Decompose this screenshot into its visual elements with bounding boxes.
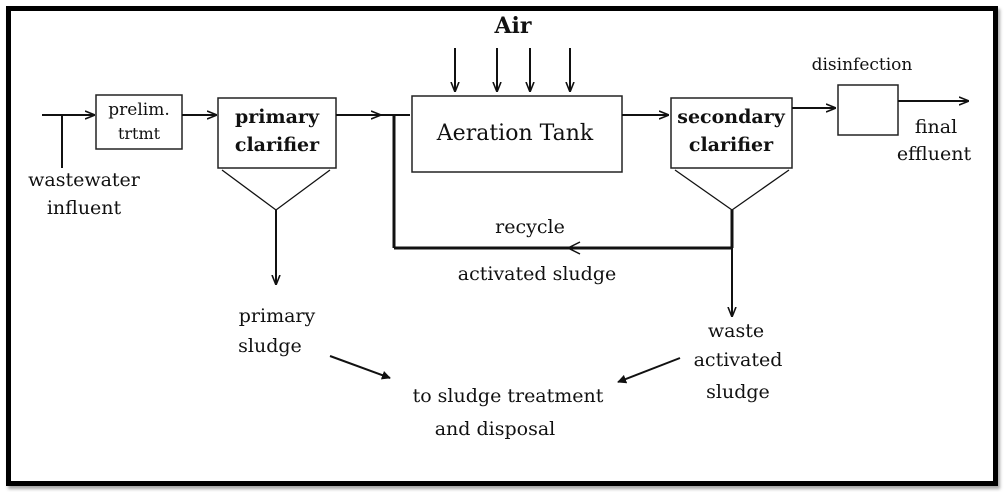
waste-activated-sludge-label-1: waste xyxy=(708,320,764,342)
primary-clarifier-box xyxy=(217,97,337,169)
sludge-treatment-label-1: to sludge treatment xyxy=(413,385,604,407)
disinfection-box xyxy=(837,84,899,136)
primary-sludge-label-2: sludge xyxy=(238,335,302,357)
primary-clarifier-label-2: clarifier xyxy=(235,134,320,156)
activated-sludge-label: activated sludge xyxy=(458,263,616,285)
air-label: Air xyxy=(493,13,531,39)
aeration-tank-label: Aeration Tank xyxy=(436,121,594,146)
secondary-clarifier-box xyxy=(670,97,793,169)
wastewater-influent-label-2: influent xyxy=(47,197,122,219)
secondary-clarifier-hopper xyxy=(674,169,790,211)
waste-to-treatment-arrow xyxy=(617,357,681,384)
prelim-treatment-box xyxy=(95,94,183,150)
primary-to-treatment-arrow xyxy=(329,355,391,380)
prelim-label-2: trtmt xyxy=(118,124,161,143)
final-effluent-label-2: effluent xyxy=(897,143,972,165)
sludge-treatment-label-2: and disposal xyxy=(435,418,556,440)
waste-activated-sludge-label-3: sludge xyxy=(706,381,770,403)
prelim-label-1: prelim. xyxy=(108,100,169,120)
aeration-tank-box xyxy=(411,95,623,173)
primary-clarifier-hopper xyxy=(221,169,331,211)
final-effluent-label-1: final xyxy=(915,116,957,138)
diagram-frame xyxy=(6,6,998,486)
recycle-label: recycle xyxy=(495,216,565,238)
secondary-clarifier-label-2: clarifier xyxy=(689,134,774,156)
wastewater-influent-label-1: wastewater xyxy=(28,169,141,191)
secondary-clarifier-label-1: secondary xyxy=(677,106,785,128)
waste-activated-sludge-label-2: activated xyxy=(694,349,783,371)
recycle-arrowhead xyxy=(566,241,581,255)
primary-clarifier-label-1: primary xyxy=(235,106,320,128)
primary-sludge-label-1: primary xyxy=(239,305,316,327)
disinfection-label: disinfection xyxy=(812,55,913,75)
